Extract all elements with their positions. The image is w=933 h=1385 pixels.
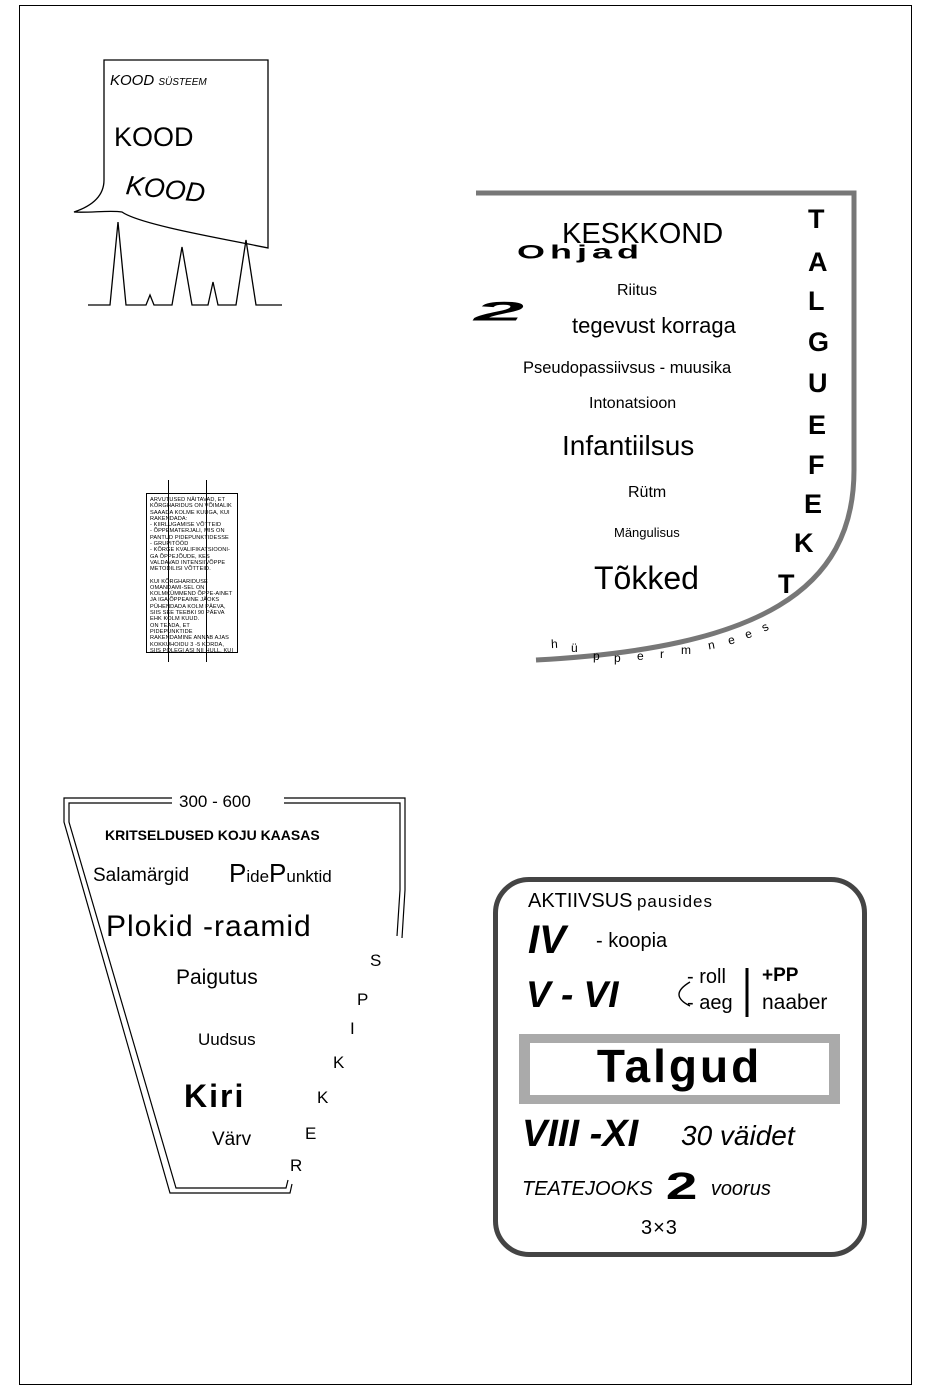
plokid-varv: Värv <box>212 1129 252 1150</box>
talgud-naaber: naaber <box>762 991 828 1014</box>
skript-letter: K <box>317 1088 329 1107</box>
talguefekt-letter: K <box>794 528 814 558</box>
keskkond-riitus: Riitus <box>617 282 658 299</box>
plokid-paigutus: Paigutus <box>176 966 258 989</box>
talgud-koopia: - koopia <box>596 930 668 952</box>
kood-line2: KOOD <box>114 122 194 152</box>
keskkond-title: KESKKOND <box>562 218 724 250</box>
skript-letter: E <box>305 1124 317 1143</box>
talguefekt-letter: E <box>804 489 823 519</box>
keskkond-ohjad: Ohjad <box>517 240 645 263</box>
keskkond-tokked: Tõkked <box>594 560 699 596</box>
plokid-ide: ide <box>246 867 270 886</box>
skript-letter: I <box>350 1019 355 1038</box>
plokid-salamargid: Salamärgid <box>93 865 190 886</box>
talgud-viiixi: VIII -XI <box>522 1113 639 1155</box>
skript-letter: S <box>370 951 382 970</box>
plokid-pidepunktid: PidePunktid <box>229 858 332 889</box>
talguefekt-letter: T <box>778 569 795 599</box>
keskkond-two: 2 <box>474 296 525 327</box>
column-text-block: ARVUTUSED NÄITAVAD, ET KÕRGHARIDUS ON VÕ… <box>146 493 238 653</box>
plokid-kritseldused: KRITSELDUSED KOJU KAASAS <box>105 827 320 843</box>
talgud-aeg: - aeg <box>687 992 733 1014</box>
plokid-raamid: Plokid -raamid <box>106 910 312 943</box>
hyppermnees-letter: ü <box>571 641 578 655</box>
skript-letter: K <box>333 1053 345 1072</box>
hyppermnees-letter: p <box>614 651 621 665</box>
hyppermnees-letter: p <box>593 649 600 663</box>
talguefekt-letter: T <box>808 204 825 234</box>
talgud-roll: - roll <box>687 966 726 988</box>
talgud-teatejooks: TEATEJOOKS <box>522 1178 653 1200</box>
column-divider-right <box>206 480 207 662</box>
talgud-teatejooks-line: TEATEJOOKS 2 voorus <box>522 1168 771 1206</box>
keskkond-rytm: Rütm <box>628 484 667 501</box>
kood-line1-main: KOOD <box>110 72 155 89</box>
talgud-aktiivsus-line: AKTIIVSUS pausides <box>528 890 713 913</box>
talguefekt-letter: F <box>808 450 825 480</box>
kood-line1-small: SÜSTEEM <box>158 77 207 88</box>
talguefekt-letter: L <box>808 286 825 316</box>
talgud-iv: IV <box>528 918 566 962</box>
talgud-voorus: voorus <box>710 1178 771 1200</box>
talgud-two: 2 <box>665 1166 698 1208</box>
keskkond-mangulisus: Mängulisus <box>614 525 680 540</box>
keskkond-tegevust: tegevust korraga <box>572 313 736 338</box>
talguefekt-letter: U <box>808 368 828 398</box>
plokid-uudsus: Uudsus <box>198 1030 256 1049</box>
talgud-vaidet: 30 väidet <box>681 1120 795 1151</box>
keskkond-pseudo: Pseudopassiivsus - muusika <box>523 359 732 377</box>
talguefekt-letter: A <box>808 247 828 277</box>
skript-letter: P <box>357 990 369 1009</box>
keskkond-intonatsioon: Intonatsioon <box>589 395 677 412</box>
plokid-p2: P <box>269 858 287 888</box>
talgud-aktiivsus: AKTIIVSUS <box>528 890 633 912</box>
talgud-pausides: pausides <box>636 892 713 911</box>
talgud-title-inner <box>530 1043 829 1095</box>
talgud-three: 3×3 <box>641 1217 678 1239</box>
plokid-range: 300 - 600 <box>179 792 251 811</box>
column-text-para2: KUI KÕRGHARIDUSE OMANDAMI-SEL ON KOLMKÜM… <box>150 578 234 653</box>
talgud-vvi: V - VI <box>526 974 619 1015</box>
kood-system-label: KOOD SÜSTEEM <box>110 72 207 89</box>
keskkond-arc-border <box>476 190 857 663</box>
plokid-kiri: Kiri <box>184 1078 246 1114</box>
plokid-unktid: unktid <box>286 867 332 886</box>
talguefekt-letter: G <box>808 327 830 357</box>
talguefekt-letter: E <box>808 410 827 440</box>
plokid-p1: P <box>229 858 247 888</box>
talgud-angle-bracket <box>678 981 691 1007</box>
keskkond-infantiilsus: Infantiilsus <box>562 430 695 461</box>
hyppermnees-letter: e <box>637 649 644 663</box>
kood-spectrum-line <box>88 221 282 306</box>
talgud-pp: +PP <box>762 965 799 986</box>
hyppermnees-letter: m <box>681 643 691 657</box>
talgud-title: Talgud <box>596 1040 763 1092</box>
kood-paper-shape <box>73 59 269 249</box>
skript-letter: R <box>290 1156 303 1175</box>
column-divider-left <box>168 480 169 662</box>
talgud-box <box>493 877 867 1257</box>
hyppermnees-letter: r <box>660 647 664 661</box>
